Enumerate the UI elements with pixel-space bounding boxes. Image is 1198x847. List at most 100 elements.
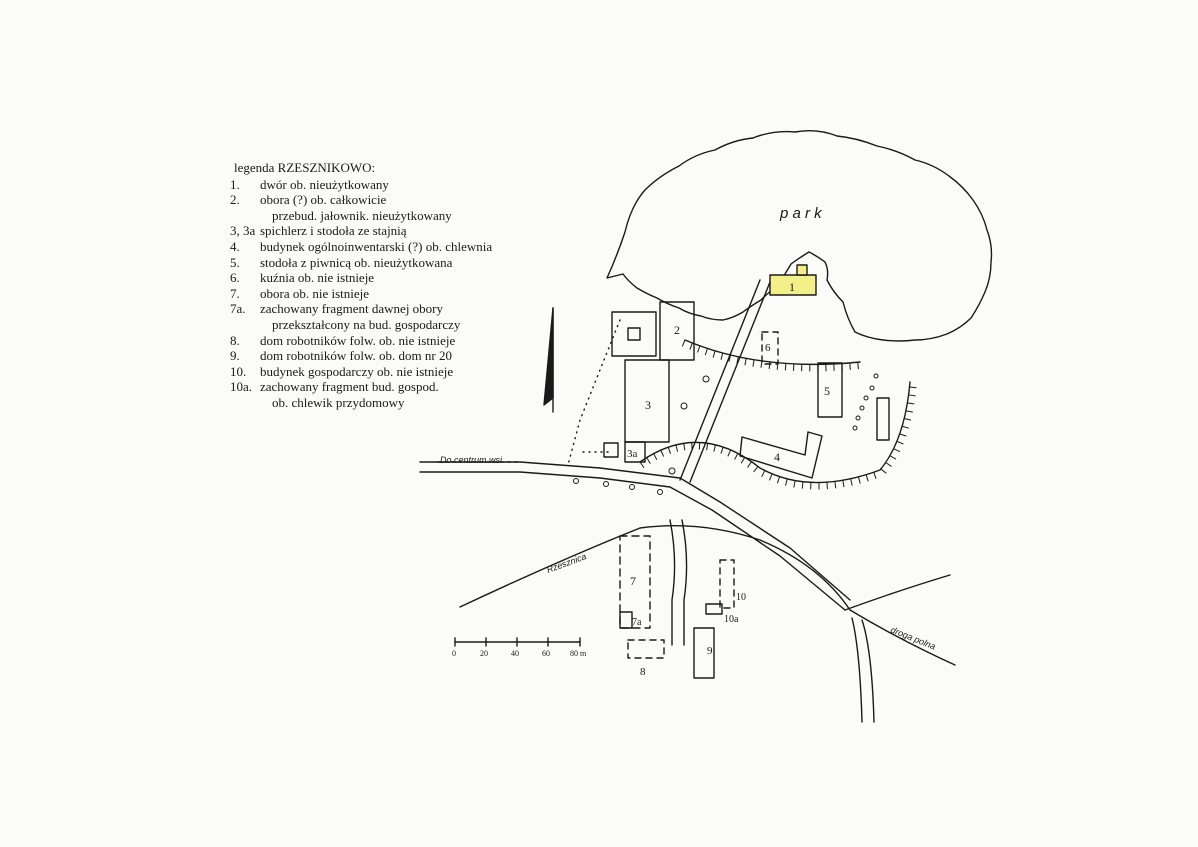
legend-item-text: przebud. jałownik. nieużytkowany — [272, 207, 452, 223]
legend-item-number: 9. — [230, 348, 240, 364]
legend-item: 10.budynek gospodarczy ob. nie istnieje — [230, 364, 530, 380]
tree-tick — [689, 342, 693, 350]
building-3a[interactable] — [624, 441, 646, 463]
legend-item-text: zachowany fragment bud. gospod. — [260, 379, 439, 395]
building-7[interactable] — [619, 535, 651, 629]
building-2[interactable] — [659, 301, 695, 361]
scale-tick-40: 40 — [511, 649, 519, 658]
fence-line — [567, 319, 621, 466]
legend-item-text: zachowany fragment dawnej obory — [260, 301, 444, 317]
tree-tick — [889, 455, 897, 460]
park-outline — [606, 129, 993, 342]
building-3[interactable] — [624, 359, 670, 443]
legend-item: przebud. jałownik. nieużytkowany — [230, 208, 530, 224]
tree-tick — [785, 478, 788, 486]
building-10a[interactable] — [705, 603, 723, 615]
label-2: 2 — [674, 323, 680, 337]
tree-tick — [857, 362, 859, 370]
tree-mark — [863, 395, 869, 401]
north-arrow — [543, 307, 554, 413]
tree-tick — [908, 394, 916, 397]
tree-tick — [646, 457, 651, 464]
tree-mark — [859, 405, 865, 411]
legend-item-number: 4. — [230, 238, 240, 254]
tree-tick — [776, 362, 779, 370]
park-label: p a r k — [779, 205, 823, 222]
tree-tick — [880, 468, 887, 474]
tree-tick — [760, 360, 763, 368]
tree-tick — [849, 362, 851, 370]
label-7: 7 — [630, 574, 636, 588]
tree-tick — [909, 386, 917, 389]
building-5[interactable] — [817, 362, 843, 418]
label-3: 3 — [645, 398, 651, 412]
tree-mark — [855, 415, 861, 421]
scale-tick-0: 0 — [452, 649, 456, 658]
tree-tick — [744, 358, 747, 366]
tree-tick — [712, 350, 716, 358]
tree-tick — [667, 447, 671, 454]
tree-mark — [668, 467, 676, 475]
outbuilding-square — [611, 311, 657, 357]
legend-item: 10a. zachowany fragment bud. gospod. — [230, 379, 530, 395]
tree-tick — [896, 440, 904, 445]
tree-tick — [899, 433, 907, 437]
tree-mark — [657, 489, 663, 495]
tree-tick — [893, 448, 901, 453]
tree-tick — [720, 352, 724, 360]
building-10[interactable] — [719, 559, 735, 609]
label-5: 5 — [824, 384, 830, 398]
label-10a: 10a — [724, 614, 739, 625]
legend-item-text: obora ob. nie istnieje — [260, 285, 370, 301]
tree-tick — [681, 339, 686, 347]
tree-tick — [801, 481, 804, 489]
main-road — [419, 461, 851, 611]
manor-driveway — [679, 279, 771, 483]
legend-item-text: ob. chlewik przydomowy — [272, 394, 405, 410]
legend-item: 5.stodoła z piwnicą ob. nieużytkowana — [230, 255, 530, 271]
scale-tick-80: 80 m — [570, 649, 587, 658]
tree-tick — [873, 472, 877, 480]
legend-item-number: 5. — [230, 254, 240, 270]
legend-item: 2. obora (?) ob. całkowicie — [230, 192, 530, 208]
tree-tick — [793, 480, 796, 488]
legend-item-text: spichlerz i stodoła ze stajnią — [260, 223, 407, 239]
building-8[interactable] — [627, 639, 665, 659]
label-9: 9 — [707, 645, 713, 657]
outbuilding-square-inner — [627, 327, 641, 341]
tree-tick — [907, 402, 915, 405]
legend-item-number: 8. — [230, 332, 240, 348]
tree-tick — [768, 361, 771, 369]
legend-item: 6.kuźnia ob. nie istnieje — [230, 270, 530, 286]
tree-tick — [857, 476, 861, 484]
legend: legenda RZESZNIKOWO: 1.dwór ob. nieużytk… — [230, 160, 530, 411]
river-rzesznica — [459, 525, 956, 666]
legend-item-text: obora (?) ob. całkowicie — [260, 192, 387, 208]
tree-tick — [683, 443, 686, 451]
tree-tick — [834, 481, 837, 489]
tree-tick — [639, 461, 645, 469]
building-1[interactable] — [769, 264, 817, 296]
building-7a[interactable] — [619, 611, 633, 629]
legend-item-number: 2. — [230, 192, 240, 208]
label-6: 6 — [765, 342, 771, 354]
building-9[interactable] — [693, 627, 715, 679]
legend-item-number: 10a. — [230, 379, 253, 395]
tree-tick — [885, 462, 892, 467]
south-road — [669, 519, 688, 646]
building-4[interactable] — [739, 431, 823, 479]
tree-arc-lower — [639, 381, 911, 484]
tree-tick — [660, 449, 665, 457]
tree-tick — [753, 466, 759, 473]
label-4: 4 — [774, 450, 780, 464]
scale-tick-20: 20 — [480, 649, 488, 658]
tree-tick — [901, 425, 909, 429]
legend-item-text: przekształcony na bud. gospodarczy — [272, 316, 461, 332]
tree-tick — [747, 461, 752, 468]
field-road — [844, 574, 951, 723]
scale-tick-60: 60 — [542, 649, 550, 658]
tree-mark — [869, 385, 875, 391]
legend-item: przekształcony na bud. gospodarczy — [230, 317, 530, 333]
